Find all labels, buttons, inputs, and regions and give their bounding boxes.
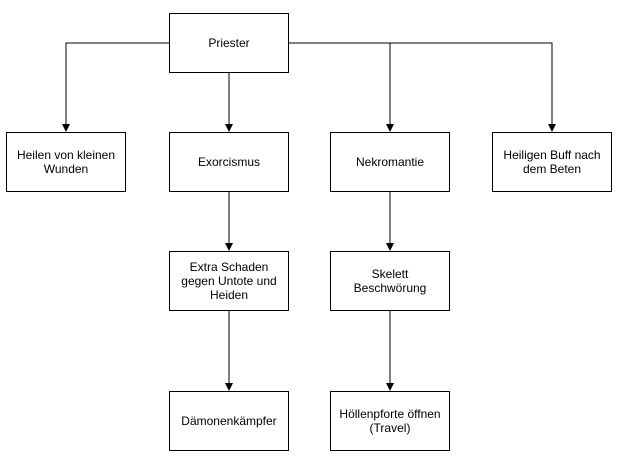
- node-skelett-label: Skelett Beschwörung: [353, 267, 427, 295]
- connector-priester-heilen: [62, 42, 169, 132]
- node-heilen-label: Heilen von kleinen Wunden: [16, 148, 116, 176]
- node-buff-label: Heiligen Buff nach dem Beten: [503, 148, 601, 176]
- connector-priester-nekromantie: [289, 42, 394, 132]
- connector-priester-buff: [390, 42, 556, 132]
- node-extra-schaden[interactable]: Extra Schaden gegen Untote und Heiden: [169, 251, 289, 311]
- node-exorcismus[interactable]: Exorcismus: [169, 132, 289, 192]
- node-priester-label: Priester: [208, 36, 250, 50]
- node-daemonenkaempfer[interactable]: Dämonenkämpfer: [169, 391, 289, 451]
- node-heiligen-buff[interactable]: Heiligen Buff nach dem Beten: [492, 132, 612, 192]
- node-skelett-beschwoerung[interactable]: Skelett Beschwörung: [330, 251, 450, 311]
- node-nekromantie-label: Nekromantie: [355, 155, 425, 169]
- node-heilen-von-kleinen-wunden[interactable]: Heilen von kleinen Wunden: [6, 132, 126, 192]
- node-priester[interactable]: Priester: [169, 13, 289, 73]
- node-exorcismus-label: Exorcismus: [197, 155, 260, 169]
- node-daemonenkaempfer-label: Dämonenkämpfer: [181, 414, 277, 428]
- node-hoellenpforte-label: Höllenpforte öffnen (Travel): [339, 407, 441, 435]
- node-extra-schaden-label: Extra Schaden gegen Untote und Heiden: [181, 260, 277, 302]
- node-hoellenpforte-oeffnen[interactable]: Höllenpforte öffnen (Travel): [330, 391, 450, 451]
- node-nekromantie[interactable]: Nekromantie: [330, 132, 450, 192]
